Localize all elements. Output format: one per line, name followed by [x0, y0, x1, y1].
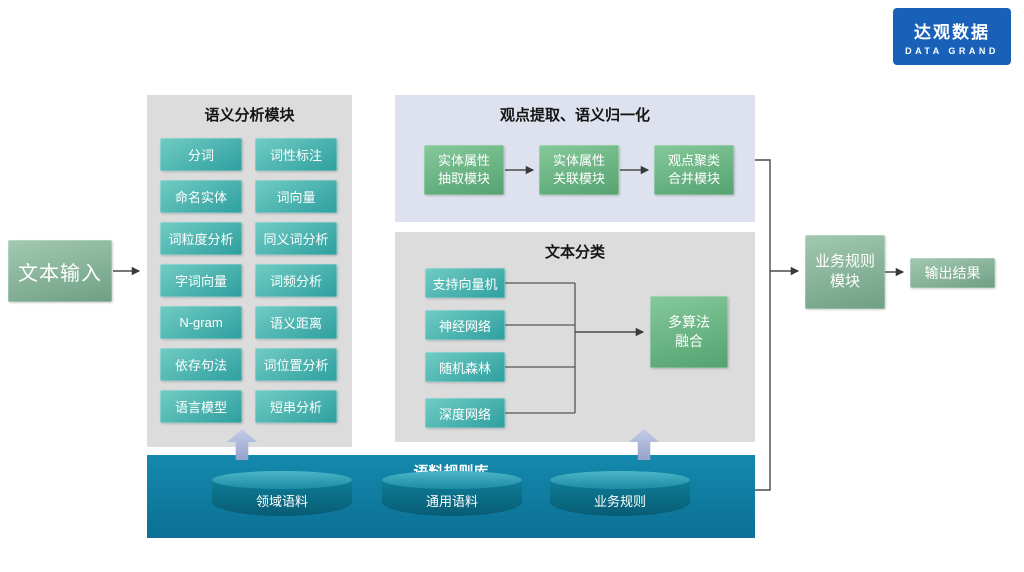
semantic-box: 词位置分析	[255, 348, 337, 381]
algorithm-box: 随机森林	[425, 352, 505, 382]
semantic-box: 语义距离	[255, 306, 337, 339]
corpus-cylinder: 领域语料	[212, 471, 352, 516]
semantic-box: 词频分析	[255, 264, 337, 297]
semantic-box: 词向量	[255, 180, 337, 213]
corpus-cylinder: 通用语料	[382, 471, 522, 516]
semantic-box: 短串分析	[255, 390, 337, 423]
semantic-box: 命名实体	[160, 180, 242, 213]
semantic-panel-title: 语义分析模块	[204, 107, 295, 124]
business-rules-module-box: 业务规则 模块	[805, 235, 885, 309]
cylinder-label: 通用语料	[425, 494, 478, 509]
logo-name-en: DATA GRAND	[905, 45, 999, 56]
cylinder-top	[550, 471, 690, 489]
right-bus-line	[755, 159, 771, 491]
text-classification-panel: 文本分类 支持向量机 神经网络 随机森林 深度网络 多算法 融合	[395, 232, 755, 442]
opinion-panel-title: 观点提取、语义归一化	[499, 107, 650, 124]
cylinder-top	[382, 471, 522, 489]
semantic-box: 依存句法	[160, 348, 242, 381]
semantic-box: 同义词分析	[255, 222, 337, 255]
fusion-box: 多算法 融合	[650, 296, 728, 368]
classify-panel-title: 文本分类	[544, 244, 605, 261]
text-input-box: 文本输入	[8, 240, 112, 302]
cylinder-label: 业务规则	[593, 494, 646, 509]
cylinder-top	[212, 471, 352, 489]
opinion-step-box: 实体属性 抽取模块	[424, 145, 504, 195]
semantic-box: 词粒度分析	[160, 222, 242, 255]
semantic-box: 词性标注	[255, 138, 337, 171]
opinion-step-box: 实体属性 关联模块	[539, 145, 619, 195]
cylinder-label: 领域语料	[255, 494, 308, 509]
opinion-step-box: 观点聚类 合并模块	[654, 145, 734, 195]
opinion-extraction-panel: 观点提取、语义归一化 实体属性 抽取模块 实体属性 关联模块 观点聚类 合并模块	[395, 95, 755, 222]
semantic-box: N-gram	[160, 306, 242, 339]
semantic-box: 字词向量	[160, 264, 242, 297]
semantic-box: 语言模型	[160, 390, 242, 423]
corpus-cylinder: 业务规则	[550, 471, 690, 516]
semantic-analysis-panel: 语义分析模块 分词 命名实体 词粒度分析 字词向量 N-gram 依存句法 语言…	[147, 95, 352, 447]
logo-name-cn: 达观数据	[914, 22, 990, 42]
datagrand-logo: 达观数据 DATA GRAND	[893, 8, 1011, 65]
corpus-rule-bar: 语料规则库 领域语料 通用语料 业务规则	[147, 455, 755, 538]
semantic-box: 分词	[160, 138, 242, 171]
output-result-box: 输出结果	[910, 258, 995, 288]
algorithm-box: 支持向量机	[425, 268, 505, 298]
algorithm-box: 神经网络	[425, 310, 505, 340]
algorithm-box: 深度网络	[425, 398, 505, 428]
